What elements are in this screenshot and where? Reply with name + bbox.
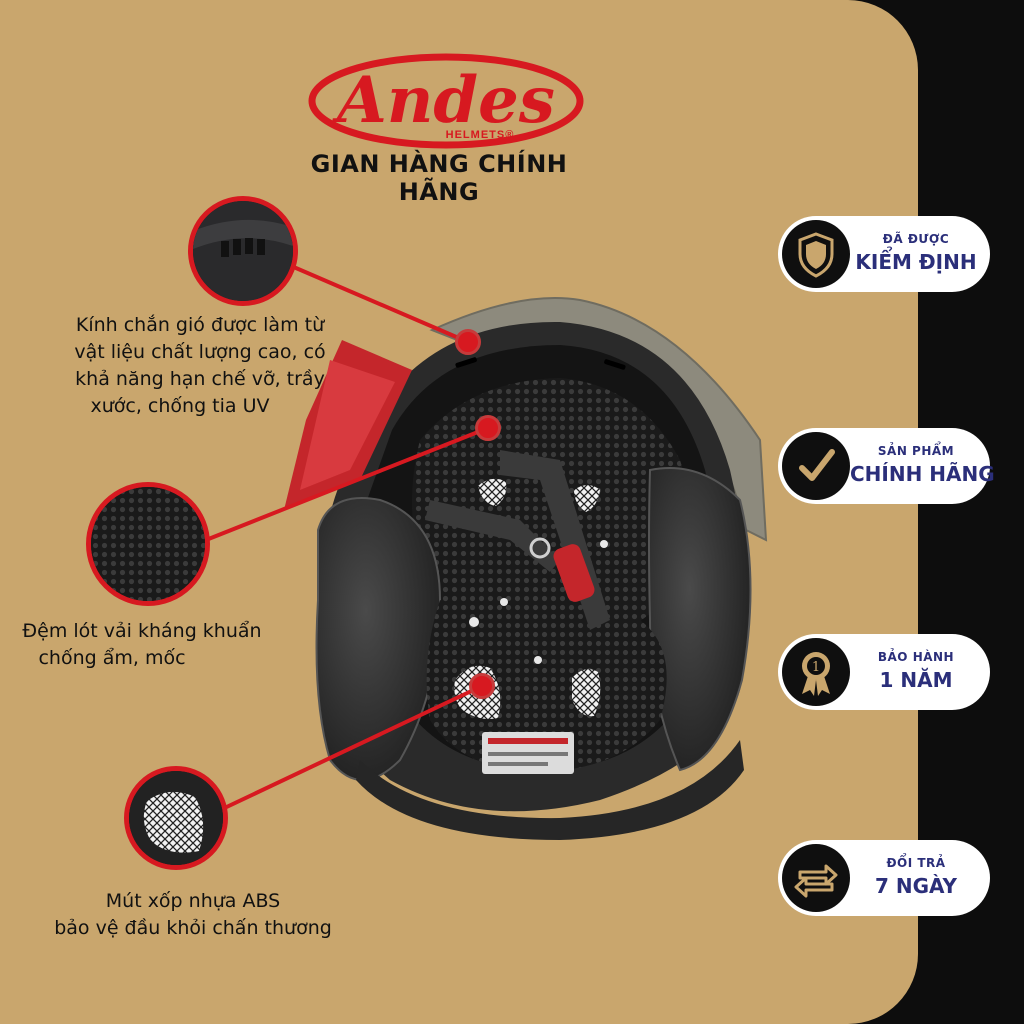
- badge-return-line1: ĐỔI TRẢ: [886, 856, 946, 870]
- badge-certified: ĐÃ ĐƯỢC KIỂM ĐỊNH: [778, 216, 990, 292]
- checkmark-icon: [782, 432, 850, 500]
- badge-certified-line1: ĐÃ ĐƯỢC: [882, 232, 950, 246]
- visor-vent-closeup: [188, 196, 298, 306]
- badge-genuine-line2: CHÍNH HÃNG: [850, 462, 995, 486]
- exchange-arrows-icon: [782, 844, 850, 912]
- logo-wordmark: Andes: [332, 63, 555, 138]
- badge-return-line2: 7 NGÀY: [874, 874, 958, 898]
- logo-subtext: HELMETS®: [446, 129, 515, 141]
- feature-note-lining: Đệm lót vải kháng khuẩn chống ẩm, mốc: [4, 618, 280, 672]
- foam-pad-closeup: [124, 766, 228, 870]
- svg-text:1: 1: [812, 660, 820, 675]
- badge-certified-line2: KIỂM ĐỊNH: [855, 250, 977, 274]
- badge-warranty-line2: 1 NĂM: [879, 668, 953, 692]
- visor-note-line: khả năng hạn chế vỡ, trầy: [75, 368, 325, 390]
- lining-note-line: chống ẩm, mốc: [38, 647, 186, 669]
- badge-warranty-line1: BẢO HÀNH: [877, 650, 955, 664]
- visor-note-line: Kính chắn gió được làm từ: [75, 314, 325, 336]
- medal-icon: 1: [782, 638, 850, 706]
- visor-note-line: vật liệu chất lượng cao, có: [74, 341, 326, 363]
- foam-note-line: Mút xốp nhựa ABS: [105, 890, 281, 912]
- visor-note-line: xước, chống tia UV: [90, 395, 270, 417]
- feature-note-visor: Kính chắn gió được làm từ vật liệu chất …: [52, 312, 348, 420]
- callout-line-foam: [215, 684, 483, 814]
- shield-icon: [782, 220, 850, 288]
- callout-line-lining: [205, 426, 489, 542]
- badge-warranty: 1 BẢO HÀNH 1 NĂM: [778, 634, 990, 710]
- badge-genuine: SẢN PHẨM CHÍNH HÃNG: [778, 428, 995, 504]
- badge-return: ĐỔI TRẢ 7 NGÀY: [778, 840, 990, 916]
- lining-fabric-closeup: [86, 482, 210, 606]
- andes-logo: Andes HELMETS®: [306, 52, 586, 164]
- lining-marker-dot: [475, 415, 501, 441]
- lining-note-line: Đệm lót vải kháng khuẩn: [22, 620, 262, 642]
- badge-genuine-line1: SẢN PHẨM: [877, 444, 955, 458]
- visor-marker-dot: [455, 329, 481, 355]
- foam-note-line: bảo vệ đầu khỏi chấn thương: [54, 917, 332, 939]
- store-tagline: GIAN HÀNG CHÍNH HÃNG: [310, 150, 568, 206]
- callout-line-visor: [281, 260, 469, 344]
- feature-note-foam: Mút xốp nhựa ABS bảo vệ đầu khỏi chấn th…: [30, 888, 356, 942]
- foam-marker-dot: [469, 673, 495, 699]
